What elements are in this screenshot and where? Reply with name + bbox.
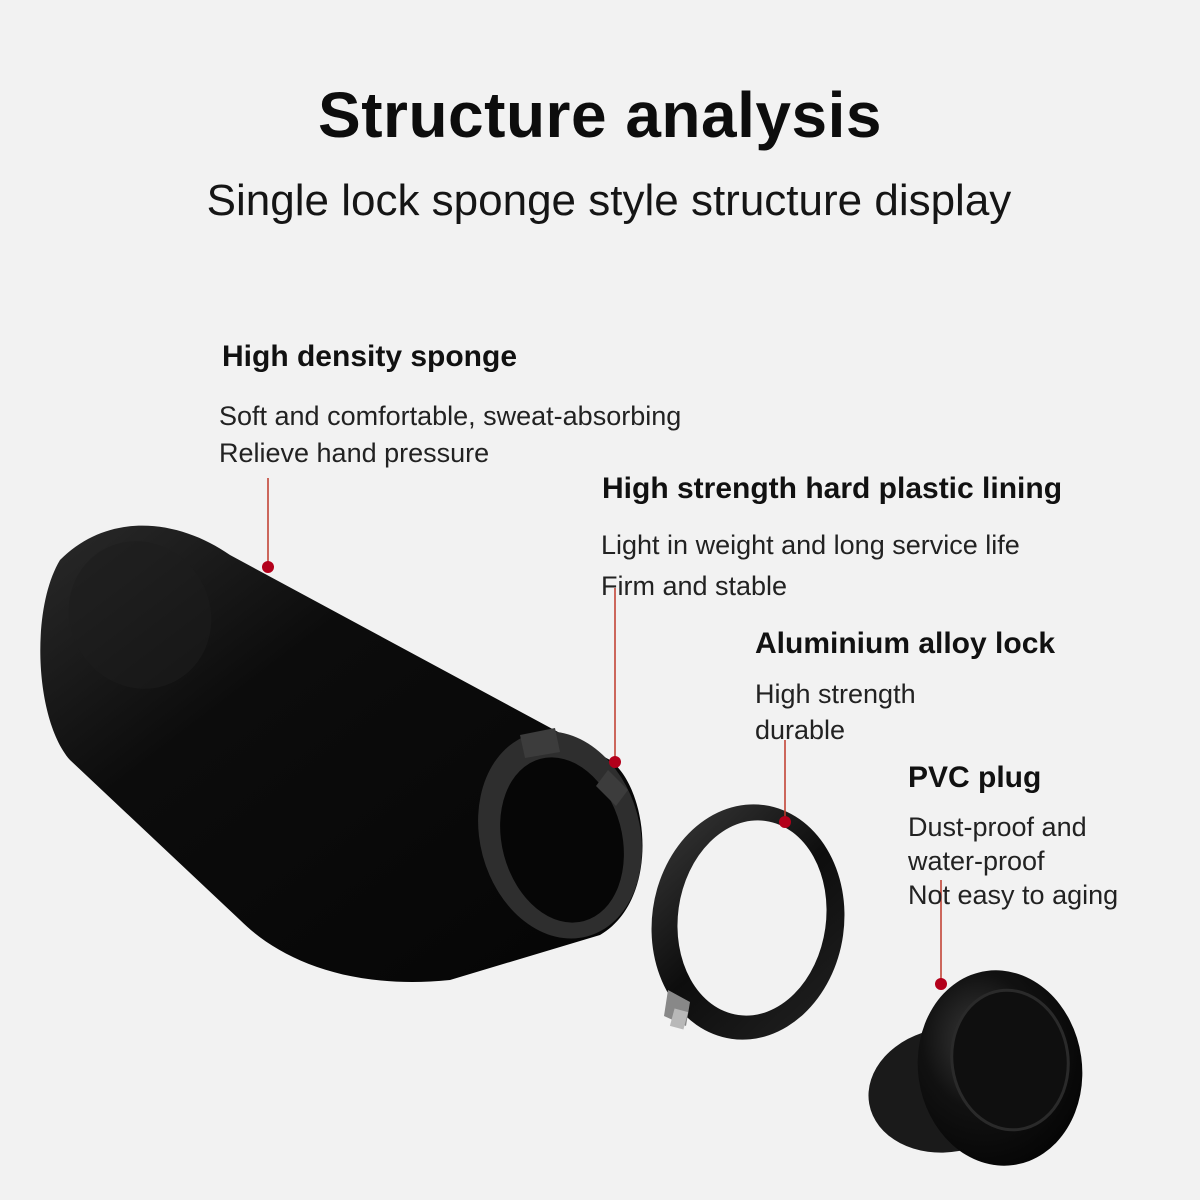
lock-leader-dot: [779, 816, 791, 828]
lining-heading: High strength hard plastic lining: [602, 472, 1063, 505]
lock-line: durable: [755, 715, 846, 745]
lining-line: Light in weight and long service life: [601, 530, 1020, 560]
sponge-line: Relieve hand pressure: [219, 438, 490, 468]
alloy-lock-ring: [651, 804, 845, 1040]
plug-line: water-proof: [908, 846, 1045, 876]
lining-description: Light in weight and long service life Fi…: [601, 525, 1020, 607]
plug-description: Dust-proof and water-proof Not easy to a…: [908, 810, 1118, 912]
lock-line: High strength: [755, 679, 916, 709]
plug-heading: PVC plug: [908, 761, 1042, 794]
lining-leader-dot: [609, 756, 621, 768]
lock-description: High strength durable: [755, 676, 916, 748]
page-subtitle: Single lock sponge style structure displ…: [206, 176, 1012, 225]
plug-line: Not easy to aging: [908, 880, 1119, 910]
plastic-lining: [478, 728, 642, 939]
sponge-heading: High density sponge: [222, 340, 518, 373]
sponge-line: Soft and comfortable, sweat-absorbing: [219, 401, 682, 431]
sponge-leader-dot: [262, 561, 274, 573]
plug-line: Dust-proof and: [908, 812, 1087, 842]
leader-lines: [262, 478, 947, 990]
sponge-description: Soft and comfortable, sweat-absorbing Re…: [219, 398, 681, 472]
page-title: Structure analysis: [318, 79, 882, 151]
plug-leader-dot: [935, 978, 947, 990]
lining-line: Firm and stable: [601, 571, 788, 601]
lock-heading: Aluminium alloy lock: [755, 627, 1056, 660]
pvc-plug: [868, 970, 1083, 1166]
